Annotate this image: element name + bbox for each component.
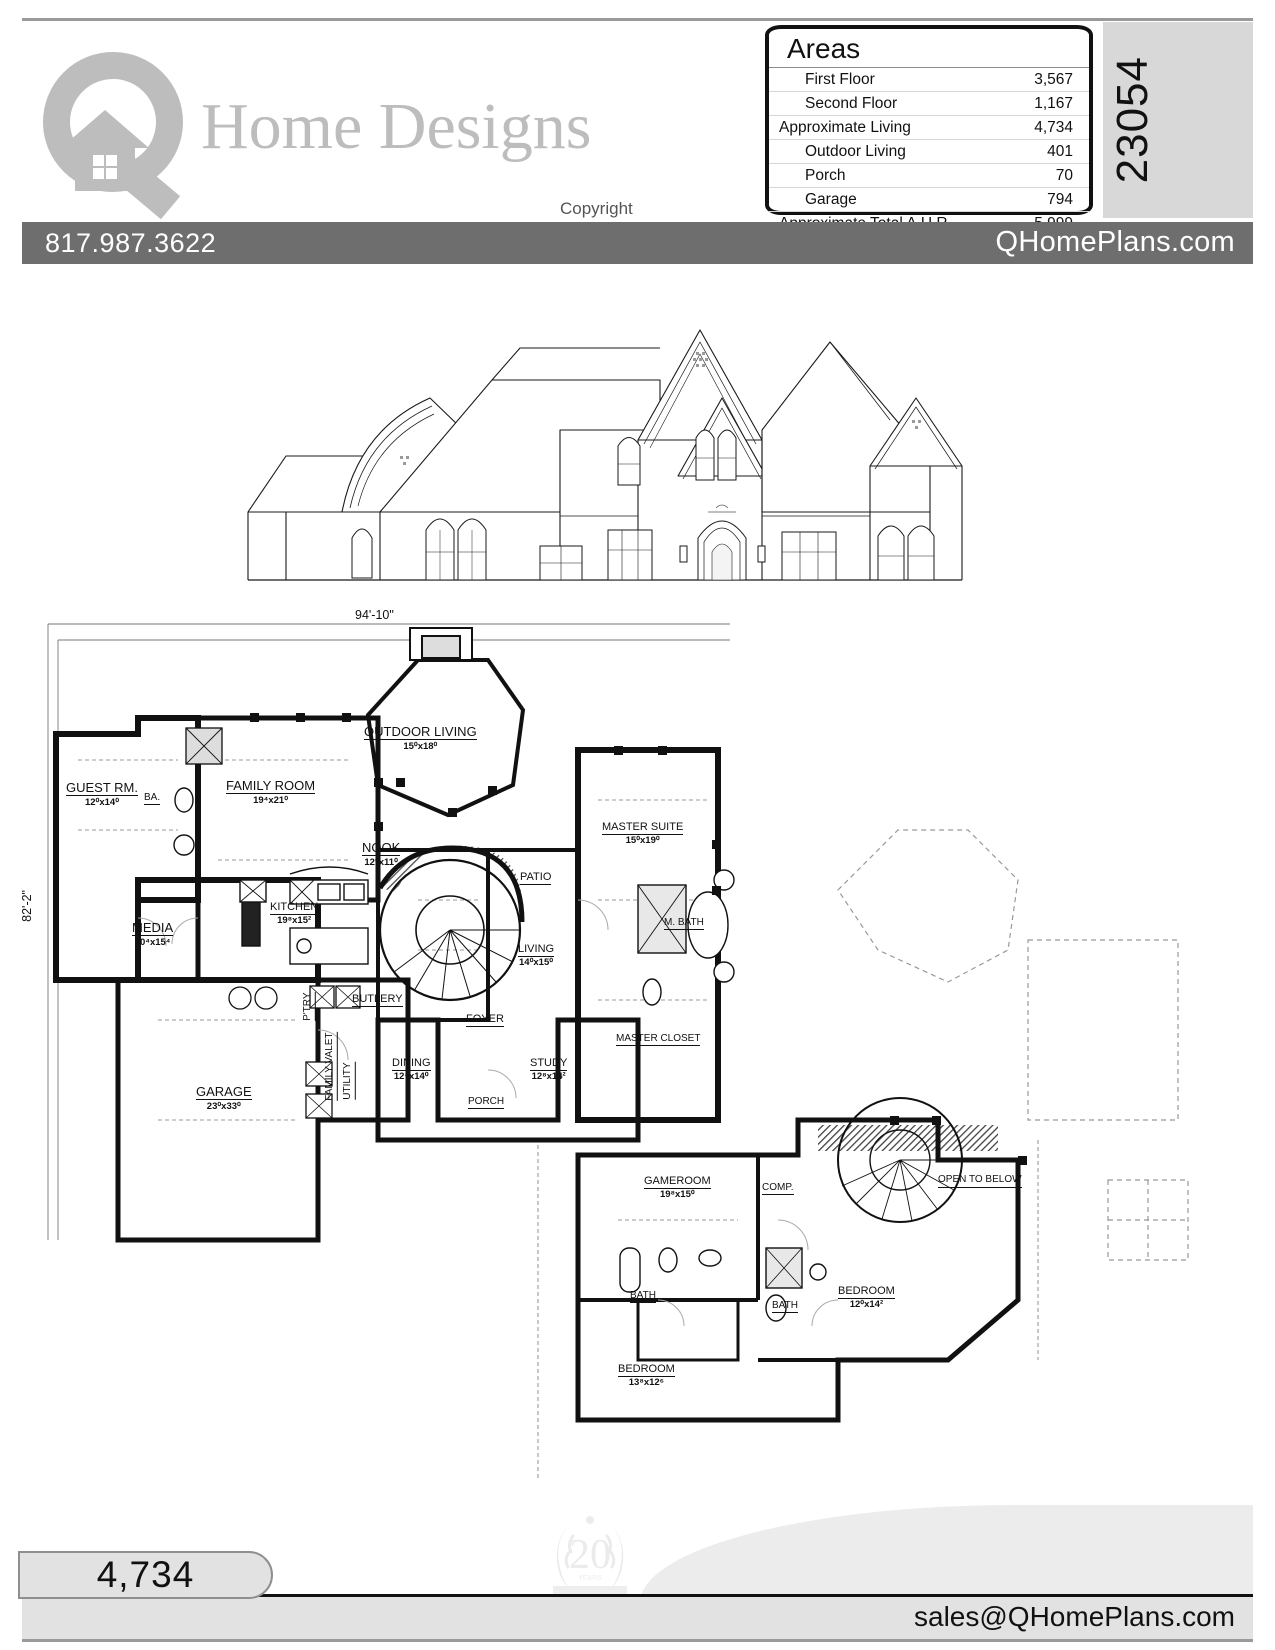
room-label-living: LIVING 14⁰x15⁰ bbox=[518, 943, 555, 969]
room-label-family-valet: FAMILY VALET bbox=[322, 1032, 339, 1101]
room-label-butlery: BUTLERY bbox=[352, 990, 403, 1008]
room-label-master-closet: MASTER CLOSET bbox=[616, 1033, 701, 1046]
footer-area-value: 4,734 bbox=[96, 1554, 195, 1595]
q-house-logo-icon bbox=[35, 47, 195, 220]
areas-row-value: 70 bbox=[1055, 166, 1073, 184]
brand-name: Home Designs bbox=[201, 90, 592, 163]
areas-row: Second Floor 1,167 bbox=[769, 91, 1089, 116]
areas-row-label: First Floor bbox=[805, 70, 875, 88]
footer-area-badge: 4,734 bbox=[18, 1551, 273, 1599]
room-label-master-suite: MASTER SUITE 15⁰x19⁰ bbox=[602, 821, 684, 847]
room-label-dining: DINING 12⁸x14⁰ bbox=[392, 1057, 431, 1083]
areas-row-value: 1,167 bbox=[1034, 94, 1073, 112]
footer-swoosh-decoration bbox=[640, 1505, 1253, 1603]
overall-width-dimension: 94'-10" bbox=[355, 608, 394, 622]
room-label-gameroom: GAMEROOM 19⁸x15⁰ bbox=[644, 1175, 711, 1201]
areas-row-value: 3,567 bbox=[1034, 70, 1073, 88]
seal-sub: YEARS bbox=[578, 1575, 602, 1582]
areas-row-label: Porch bbox=[805, 166, 846, 184]
copyright-label: Copyright bbox=[560, 199, 633, 218]
room-label-kitchen: KITCHEN 19⁸x15² bbox=[270, 901, 319, 927]
room-label-porch: PORCH bbox=[468, 1096, 505, 1109]
areas-row: Approximate Living 4,734 bbox=[769, 115, 1089, 140]
front-elevation-drawing bbox=[230, 280, 970, 605]
brand-logo: Home Designs bbox=[35, 42, 655, 220]
room-label-guest-rm: GUEST RM. 12⁰x14⁰ bbox=[66, 780, 138, 808]
room-label-foyer: FOYER bbox=[466, 1010, 504, 1028]
room-label-bedroom-right: BEDROOM 12⁰x14² bbox=[838, 1285, 895, 1311]
plan-number: 23054 bbox=[1104, 22, 1162, 218]
room-label-ba: BA. bbox=[144, 792, 161, 805]
areas-row-value: 4,734 bbox=[1034, 118, 1073, 136]
room-label-media: MEDIA 20⁴x15⁴ bbox=[132, 920, 174, 948]
phone-number[interactable]: 817.987.3622 bbox=[45, 228, 217, 258]
areas-row-value: 401 bbox=[1047, 142, 1073, 160]
areas-row: Porch 70 bbox=[769, 163, 1089, 188]
plan-number-strip bbox=[1103, 22, 1253, 218]
areas-title: Areas bbox=[787, 33, 861, 64]
room-label-nook: NOOK 12⁰x11⁰ bbox=[362, 840, 401, 868]
room-label-study: STUDY 12⁸x14² bbox=[530, 1057, 568, 1083]
plan-number-text: 23054 bbox=[1108, 56, 1157, 184]
footer-divider bbox=[22, 1594, 1253, 1597]
room-label-bath-center: BATH bbox=[772, 1300, 798, 1313]
top-divider bbox=[22, 18, 1253, 21]
room-label-bedroom-bottom: BEDROOM 13⁸x12⁶ bbox=[618, 1363, 675, 1389]
room-label-patio: PATIO bbox=[520, 868, 552, 886]
room-label-family-room: FAMILY ROOM 19⁴x21⁰ bbox=[226, 778, 316, 806]
seal-number: 20 bbox=[569, 1532, 611, 1578]
room-label-comp: COMP. bbox=[762, 1182, 794, 1195]
room-label-bath-left: BATH bbox=[630, 1290, 656, 1303]
website-url[interactable]: QHomePlans.com bbox=[995, 226, 1235, 258]
contact-email[interactable]: sales@QHomePlans.com bbox=[914, 1601, 1235, 1632]
room-label-outdoor-living: OUTDOOR LIVING 15⁰x18⁰ bbox=[364, 724, 477, 752]
areas-row-label: Outdoor Living bbox=[805, 142, 906, 160]
areas-row-label: Second Floor bbox=[805, 94, 898, 112]
room-label-utility: UTILITY bbox=[340, 1062, 357, 1100]
footer-band bbox=[22, 1597, 1253, 1642]
room-label-garage: GARAGE 23⁰x33⁰ bbox=[196, 1084, 252, 1112]
room-label-ptry: P'TRY bbox=[300, 992, 317, 1021]
areas-row-label: Garage bbox=[805, 190, 857, 208]
areas-row: Garage 794 bbox=[769, 187, 1089, 212]
areas-row-label: Approximate Living bbox=[779, 118, 911, 136]
room-label-m-bath: M. BATH bbox=[664, 917, 704, 930]
header-band bbox=[22, 222, 1253, 264]
floor-plan-drawing bbox=[18, 600, 1198, 1480]
areas-row-value: 794 bbox=[1047, 190, 1073, 208]
room-label-open-to-below: OPEN TO BELOW bbox=[938, 1168, 1022, 1188]
areas-row: First Floor 3,567 bbox=[769, 67, 1089, 92]
areas-row: Outdoor Living 401 bbox=[769, 139, 1089, 164]
